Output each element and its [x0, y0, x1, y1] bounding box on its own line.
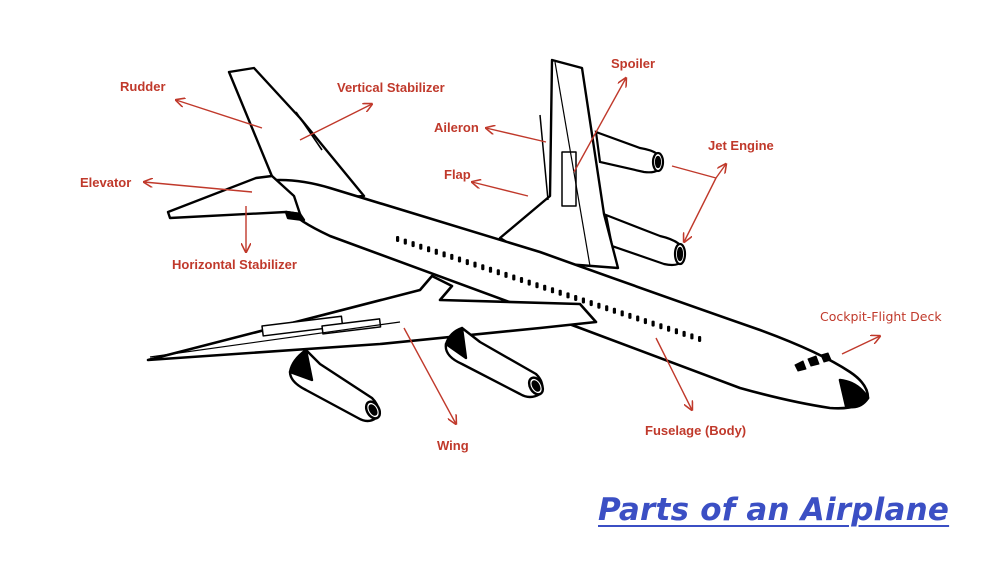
near-engine-inner — [444, 326, 545, 399]
window — [550, 287, 555, 294]
window — [473, 261, 477, 268]
label-aileron: Aileron — [434, 120, 479, 135]
window — [667, 325, 671, 332]
window — [636, 315, 640, 322]
window — [566, 292, 570, 299]
label-vertical-stabilizer: Vertical Stabilizer — [337, 80, 445, 95]
window — [457, 256, 462, 263]
aileron-arrow — [486, 128, 547, 143]
window — [496, 269, 500, 276]
window — [427, 246, 431, 253]
jet-engine-arrow-lower — [684, 177, 717, 242]
window — [403, 238, 407, 245]
window — [419, 243, 423, 250]
window — [442, 251, 446, 258]
window — [396, 236, 400, 242]
window — [450, 253, 454, 260]
cockpit-arrow — [841, 336, 880, 355]
far-engine-upper — [594, 130, 665, 174]
window — [411, 241, 415, 248]
label-horizontal-stabilizer: Horizontal Stabilizer — [172, 257, 297, 272]
window — [504, 271, 508, 278]
label-rudder: Rudder — [120, 79, 166, 94]
jet-engine-arrow — [671, 164, 726, 179]
window — [558, 289, 562, 296]
spoiler-arrow — [573, 78, 626, 173]
window — [488, 266, 493, 273]
window — [597, 302, 601, 309]
window — [674, 328, 678, 335]
window — [589, 300, 593, 307]
window — [651, 320, 655, 327]
label-fuselage: Fuselage (Body) — [645, 423, 747, 438]
rudder-arrow — [176, 100, 263, 129]
diagram-title: Parts of an Airplane — [598, 492, 950, 528]
window — [434, 248, 438, 255]
label-jet-engine: Jet Engine — [708, 138, 774, 153]
label-flap: Flap — [444, 167, 471, 182]
window — [682, 330, 686, 337]
label-elevator: Elevator — [80, 175, 132, 190]
passenger-windows — [396, 236, 702, 342]
label-spoiler: Spoiler — [611, 56, 656, 71]
window — [519, 277, 524, 283]
window — [527, 279, 531, 286]
wing-arrow — [403, 327, 456, 424]
far-engine-lower — [604, 213, 687, 267]
elevator-arrow — [144, 182, 253, 193]
window — [612, 307, 616, 314]
window — [574, 295, 578, 301]
vertical-stabilizer-arrow — [299, 104, 372, 141]
near-engine-outer — [288, 348, 382, 423]
horizontal-stabilizer — [166, 174, 306, 222]
window — [690, 333, 694, 340]
window — [465, 259, 469, 266]
window — [512, 274, 516, 281]
window — [581, 297, 585, 304]
window — [643, 318, 647, 325]
window — [698, 336, 702, 342]
window — [481, 264, 485, 271]
window — [620, 310, 624, 317]
window — [605, 305, 609, 312]
fuselage — [256, 178, 870, 410]
flap-arrow — [472, 182, 529, 197]
fuselage-arrow — [655, 337, 692, 410]
far-wing — [498, 58, 620, 270]
label-wing: Wing — [437, 438, 469, 453]
label-cockpit: Cockpit-Flight Deck — [820, 309, 942, 324]
window — [628, 312, 632, 319]
window — [543, 284, 547, 291]
window — [659, 323, 663, 330]
window — [535, 282, 539, 289]
